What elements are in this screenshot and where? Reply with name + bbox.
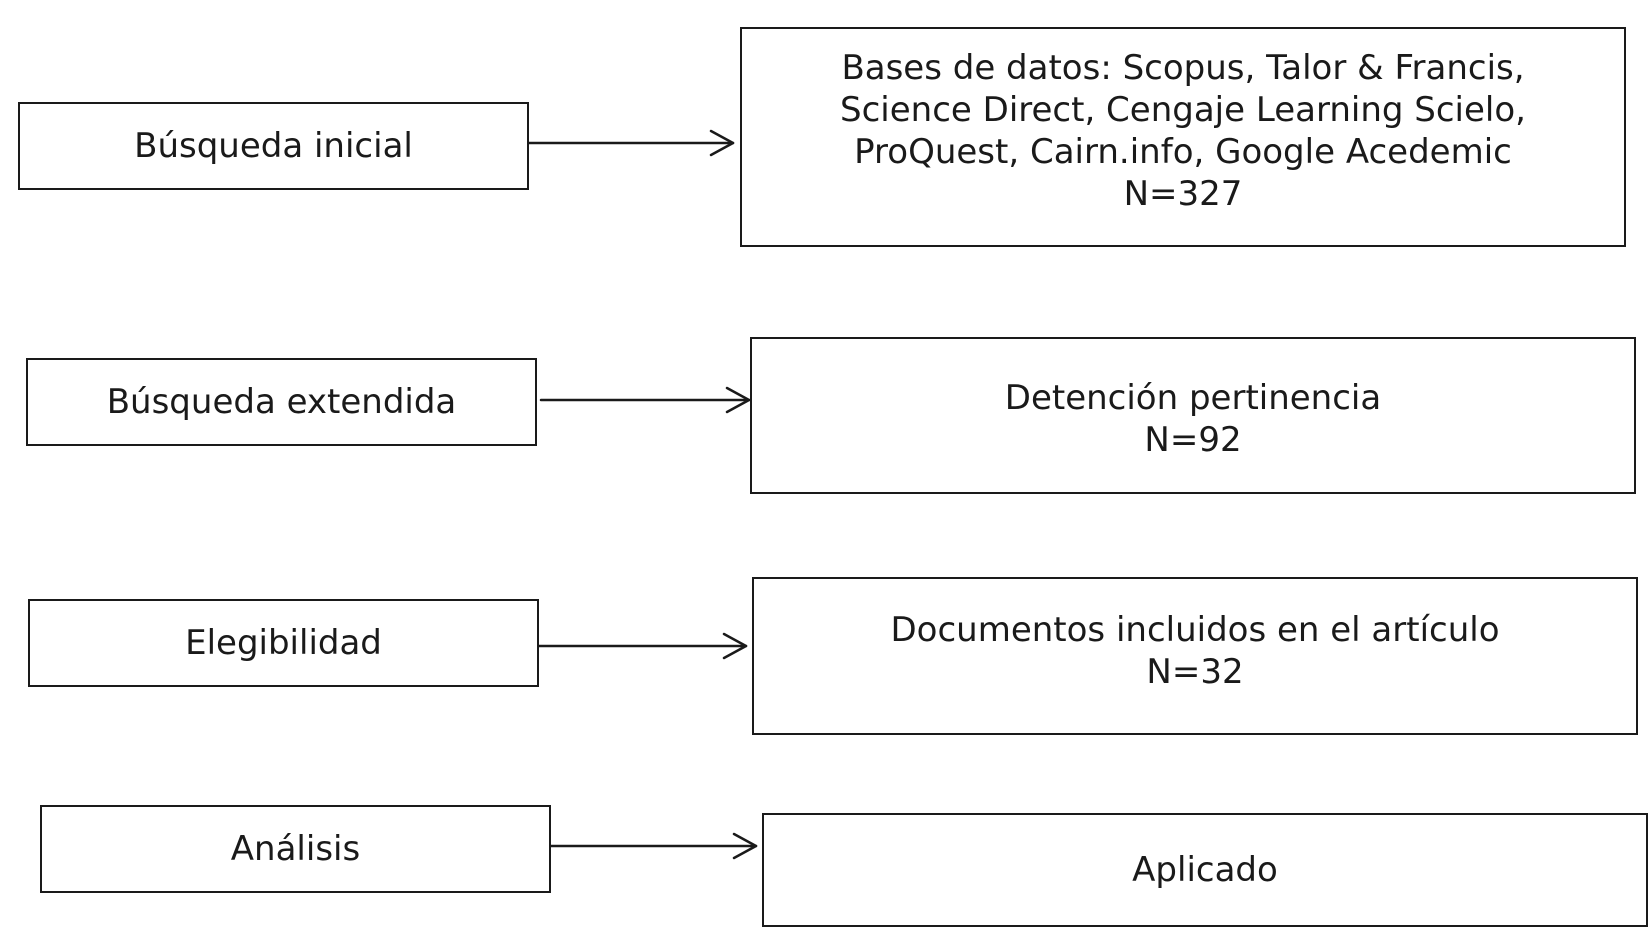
arrow-4 <box>549 832 758 860</box>
stage-box-busqueda-extendida: Búsqueda extendida <box>26 358 537 446</box>
result-line: Documentos incluidos en el artículo <box>890 610 1500 650</box>
result-line: Detención pertinencia <box>1004 378 1382 418</box>
result-count: N=327 <box>1123 174 1243 214</box>
result-count: N=92 <box>1144 420 1242 460</box>
stage-label: Búsqueda inicial <box>134 125 413 166</box>
arrow-1 <box>526 129 735 157</box>
result-count: N=32 <box>1146 652 1244 692</box>
result-box-aplicado: Aplicado <box>762 813 1648 927</box>
stage-box-elegibilidad: Elegibilidad <box>28 599 539 687</box>
stage-label: Análisis <box>230 828 361 869</box>
result-box-documentos-incluidos: Documentos incluidos en el artículo N=32 <box>752 577 1638 735</box>
result-line: Bases de datos: Scopus, Talor & Francis, <box>841 48 1525 88</box>
result-line: Science Direct, Cengaje Learning Scielo, <box>840 90 1526 130</box>
arrow-2 <box>539 386 751 414</box>
result-line: Aplicado <box>1132 850 1278 890</box>
result-text: Detención pertinencia N=92 <box>1005 377 1381 461</box>
result-line: ProQuest, Cairn.info, Google Acedemic <box>854 132 1512 172</box>
stage-label: Elegibilidad <box>185 622 382 663</box>
result-box-databases: Bases de datos: Scopus, Talor & Francis,… <box>740 27 1626 247</box>
result-box-detencion-pertinencia: Detención pertinencia N=92 <box>750 337 1636 494</box>
result-text: Documentos incluidos en el artículo N=32 <box>890 609 1499 693</box>
arrow-3 <box>536 632 748 660</box>
stage-box-busqueda-inicial: Búsqueda inicial <box>18 102 529 190</box>
stage-box-analisis: Análisis <box>40 805 551 893</box>
stage-label: Búsqueda extendida <box>106 381 457 422</box>
result-text: Aplicado <box>1132 849 1278 891</box>
result-text: Bases de datos: Scopus, Talor & Francis,… <box>840 47 1526 215</box>
